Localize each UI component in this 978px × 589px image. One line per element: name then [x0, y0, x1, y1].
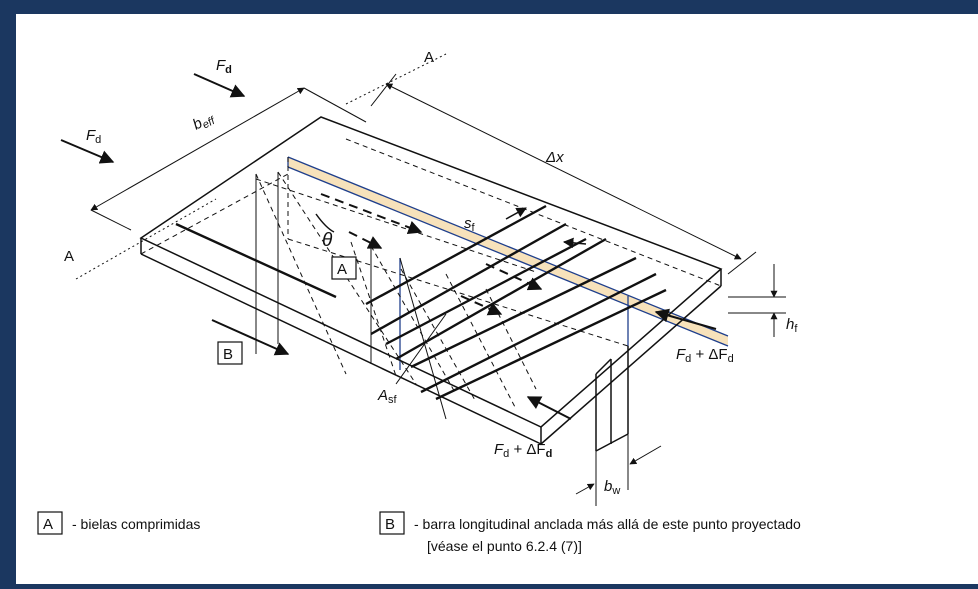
legend-key-a [37, 511, 63, 535]
legend-key-b-text: B [385, 516, 395, 533]
section-label-left: A [64, 248, 74, 265]
asf-label: Asf [377, 387, 398, 406]
force-label-bottom: Fd + ΔFd [494, 441, 552, 460]
legend-text-a: - bielas comprimidas [72, 516, 200, 532]
legend-text-b-ref: [véase el punto 6.2.4 (7)] [427, 538, 582, 554]
slab-outline [139, 116, 723, 445]
theta-label: θ [322, 230, 333, 251]
t-beam-diagram: A A beff Δx Fd Fd Fd + ΔFd Fd + ΔFd sf θ… [37, 49, 801, 554]
asf-leader [395, 313, 447, 385]
label-box-b [217, 341, 243, 365]
legend-key-a-text: A [43, 516, 53, 533]
label-box-a-text: A [337, 261, 347, 278]
bw-label: bw [604, 478, 620, 497]
deltax-label: Δx [545, 149, 564, 166]
bw-dimension [575, 434, 662, 506]
web-outline [595, 346, 629, 452]
deltax-dimension [370, 73, 757, 275]
figure-frame: A A beff Δx Fd Fd Fd + ΔFd Fd + ΔFd sf θ… [16, 14, 978, 584]
section-line [75, 53, 447, 280]
force-label-right: Fd + ΔFd [676, 346, 734, 365]
sf-label: sf [464, 215, 476, 234]
force-label-top: Fd [216, 57, 232, 76]
label-box-b-text: B [223, 346, 233, 363]
hf-label: hf [786, 316, 798, 335]
legend-text-b: - barra longitudinal anclada más allá de… [414, 516, 801, 532]
section-label-top: A [424, 49, 434, 66]
force-label-left: Fd [86, 127, 101, 146]
angle-arc [315, 213, 335, 233]
sf-dimension [505, 207, 587, 249]
anchor-arrow [211, 319, 290, 356]
beff-label: beff [190, 108, 218, 135]
beff-dimension [90, 87, 367, 231]
hf-dimension [728, 264, 786, 337]
legend-key-b [379, 511, 405, 535]
label-box-a [331, 256, 357, 280]
force-arrows [60, 73, 717, 420]
